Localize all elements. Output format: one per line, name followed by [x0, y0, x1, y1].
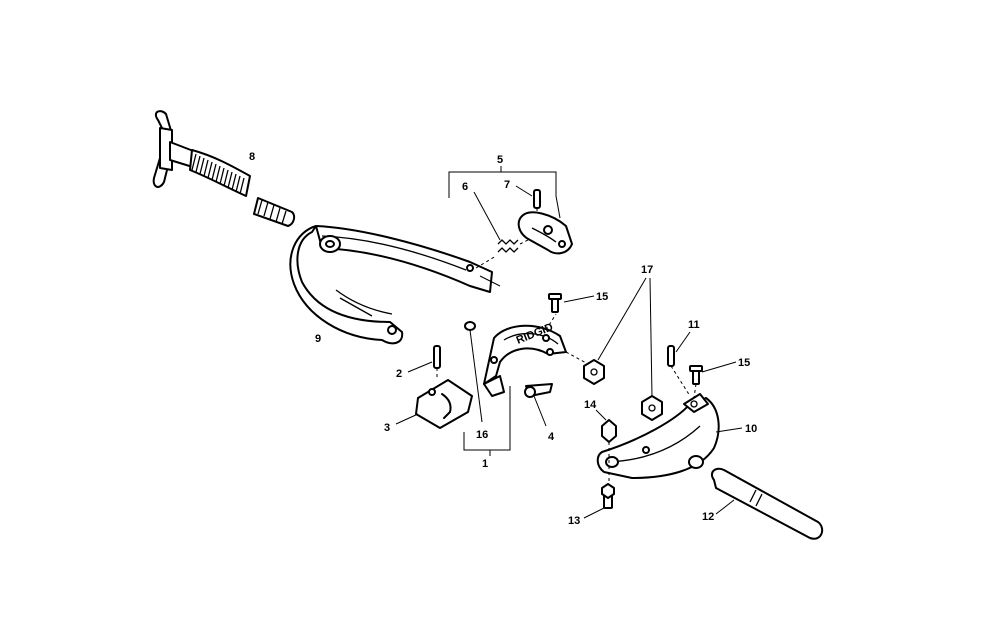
callout-9: 9: [315, 333, 321, 345]
callout-15-lower: 15: [738, 357, 750, 369]
callout-8: 8: [249, 151, 255, 163]
callout-3: 3: [384, 422, 390, 434]
part-4-screw: [524, 383, 553, 427]
callout-labels: 1 2 3 4 5 6 7 8 9 10 11 12 13 14 15 15 1…: [249, 151, 757, 527]
part-3-wheel-block: [395, 379, 473, 429]
part-10-roll-frame: [596, 393, 743, 479]
part-1-cutter-head: RIDGID: [483, 313, 589, 397]
part-15-screw-lower: [689, 361, 737, 399]
part-11-pin: [667, 331, 691, 397]
callout-2: 2: [396, 368, 402, 380]
part-17-nuts: [583, 277, 663, 421]
callout-10: 10: [745, 423, 757, 435]
callout-15-upper: 15: [596, 291, 608, 303]
part-1-bracket: [463, 386, 511, 451]
callout-7: 7: [504, 179, 510, 191]
part-15-screw-upper: [548, 293, 595, 313]
part-16-washer: [464, 321, 483, 423]
callout-6: 6: [462, 181, 468, 193]
callout-14: 14: [584, 399, 597, 411]
part-2-pin: [407, 345, 441, 380]
part-9-frame: [289, 225, 501, 345]
part-12-handle: [710, 467, 824, 540]
part-7-pin: [515, 185, 541, 218]
part-14-nut: [595, 409, 617, 484]
part-13-screw: [583, 483, 615, 519]
part-8-feed-screw: [152, 110, 296, 227]
callout-4: 4: [548, 431, 555, 443]
callout-17: 17: [641, 264, 653, 276]
callout-12: 12: [702, 511, 714, 523]
callout-11: 11: [688, 319, 700, 331]
callout-16: 16: [476, 429, 488, 441]
callout-5: 5: [497, 154, 503, 166]
callout-1: 1: [482, 458, 488, 470]
part-5-latch-assembly: [448, 166, 573, 269]
callout-13: 13: [568, 515, 580, 527]
